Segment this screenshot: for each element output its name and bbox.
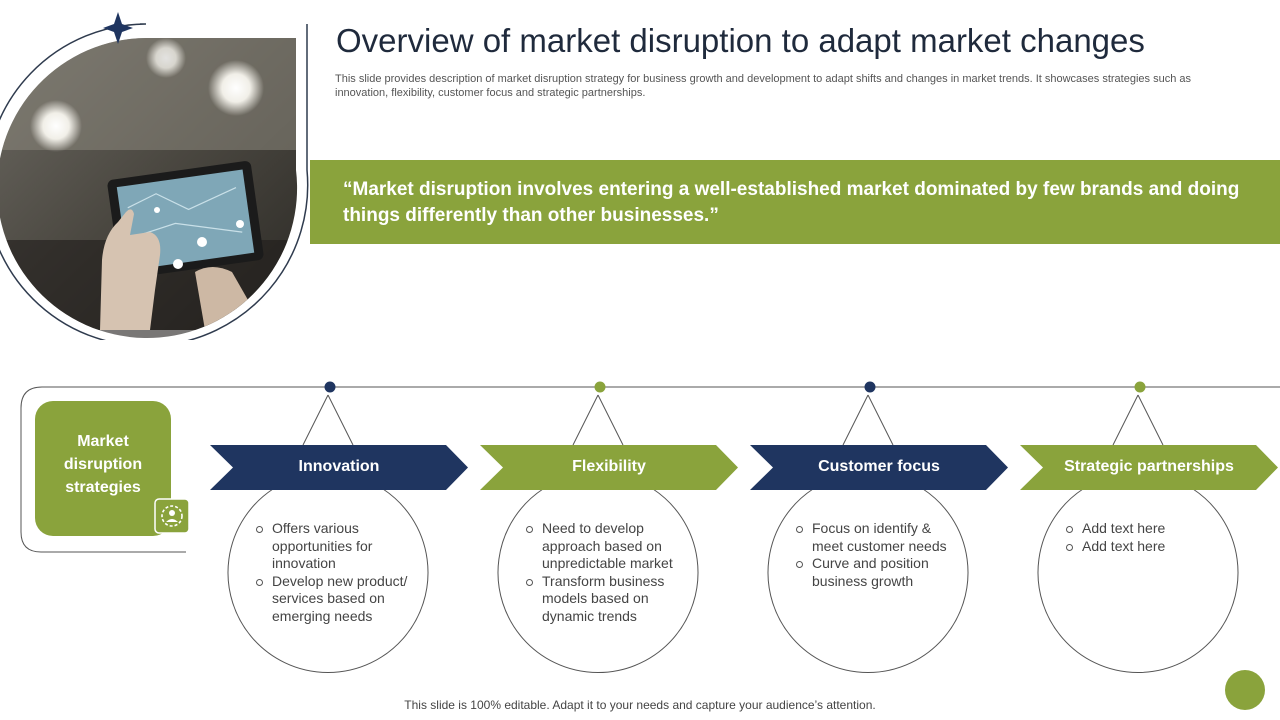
bullet-item: Need to develop approach based on unpred…	[525, 520, 690, 573]
strategy-diagram	[20, 381, 1280, 674]
bullet-item: Focus on identify & meet customer needs	[795, 520, 960, 555]
gear-person-icon	[154, 498, 190, 534]
strategy-bullets: Need to develop approach based on unpred…	[525, 520, 690, 625]
strategy-arrow	[1020, 445, 1278, 490]
hero-photo	[0, 12, 309, 340]
timeline-dot	[1134, 381, 1146, 393]
strategy-box: Market disruption strategies	[35, 401, 171, 536]
footer-text: This slide is 100% editable. Adapt it to…	[404, 698, 876, 712]
bullet-item: Transform business models based on dynam…	[525, 573, 690, 626]
bullet-item: Add text here	[1065, 520, 1230, 538]
strategy-title: Customer focus	[818, 458, 940, 475]
strategy-title: Flexibility	[572, 458, 646, 475]
timeline-dot	[594, 381, 606, 393]
strategy-arrow	[750, 445, 1008, 490]
bubble-stem	[842, 394, 894, 446]
timeline-line	[20, 386, 1280, 553]
page-subtitle: This slide provides description of marke…	[335, 73, 1191, 99]
strategy-bullets: Offers various opportunities for innovat…	[255, 520, 420, 625]
timeline-dot	[324, 381, 336, 393]
bubble-outline	[1037, 488, 1239, 674]
strategy-arrow	[480, 445, 738, 490]
bubble-outline	[227, 488, 429, 674]
quote-band: “Market disruption involves entering a w…	[310, 160, 1280, 244]
strategy-arrow	[210, 445, 468, 490]
bullet-item: Develop new product/ services based on e…	[255, 573, 420, 626]
bubble-stem	[1112, 394, 1164, 446]
strategy-box-label: Market disruption strategies	[63, 433, 143, 496]
strategy-title: Strategic partnerships	[1064, 458, 1234, 475]
bubble-outline	[497, 488, 699, 674]
bubble-outline	[767, 488, 969, 674]
timeline-dot	[864, 381, 876, 393]
bubble-stem	[302, 394, 354, 446]
bullet-item: Curve and position business growth	[795, 555, 960, 590]
corner-dot	[1225, 670, 1265, 710]
page-title: Overview of market disruption to adapt m…	[336, 22, 1145, 59]
sparkle-icon	[103, 12, 133, 44]
bullet-item: Add text here	[1065, 538, 1230, 556]
strategy-title: Innovation	[298, 458, 380, 475]
quote-text: “Market disruption involves entering a w…	[343, 179, 1240, 226]
bullet-item: Offers various opportunities for innovat…	[255, 520, 420, 573]
bubble-stem	[572, 394, 624, 446]
